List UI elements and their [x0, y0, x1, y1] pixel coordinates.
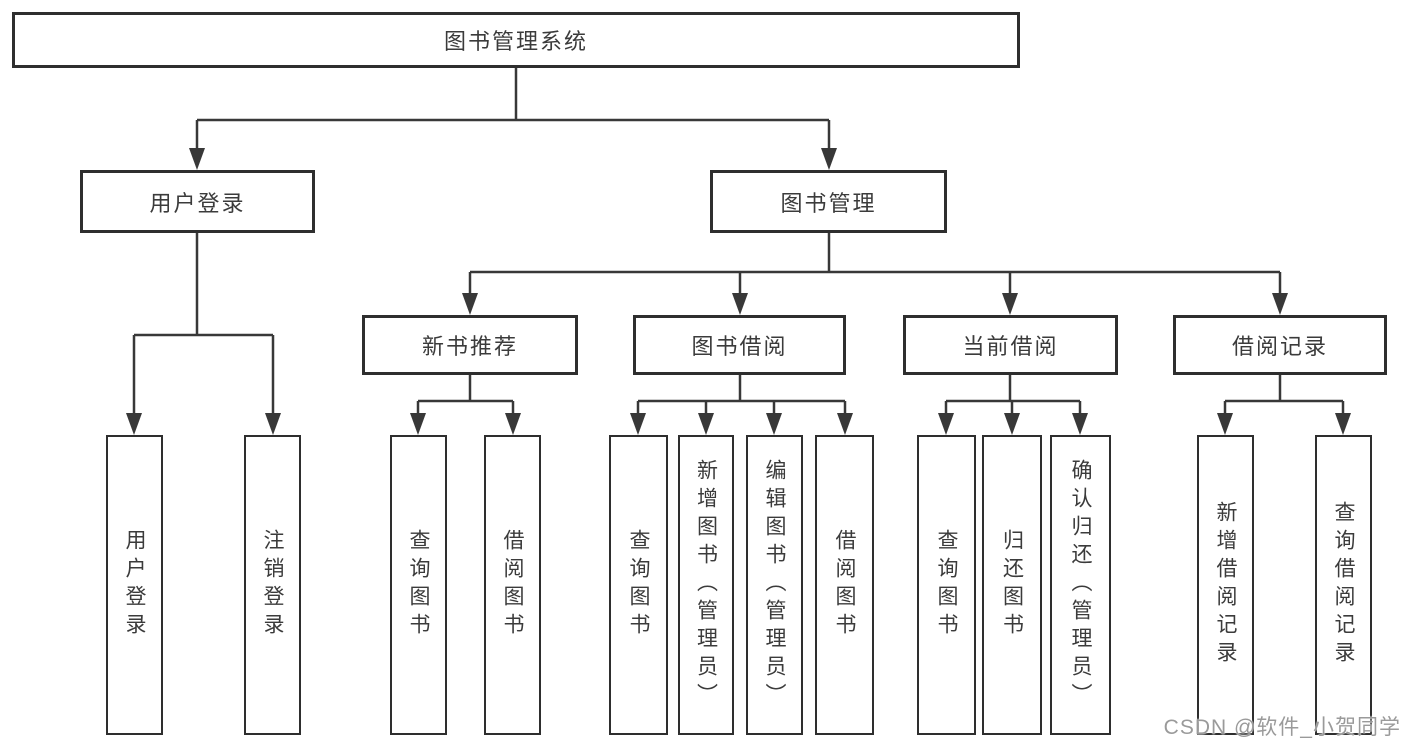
leaf-query-books-3: 查询图书 [917, 435, 976, 735]
leaf-label: 归还图书 [1000, 529, 1024, 641]
node-label: 当前借阅 [962, 334, 1059, 359]
node-label: 图书借阅 [691, 334, 788, 359]
leaf-query-books-1: 查询图书 [390, 435, 447, 735]
leaf-label: 注销登录 [261, 529, 285, 641]
leaf-label: 查询图书 [935, 529, 959, 641]
node-label: 借阅记录 [1231, 334, 1328, 359]
leaf-return-books: 归还图书 [982, 435, 1042, 735]
leaf-label: 编辑图书（管理员） [763, 459, 787, 711]
leaf-logout: 注销登录 [244, 435, 301, 735]
node-label: 图书管理 [780, 190, 877, 216]
node-current-borrow: 当前借阅 [903, 315, 1118, 375]
leaf-label: 新增借阅记录 [1214, 501, 1238, 669]
leaf-label: 借阅图书 [501, 529, 525, 641]
leaf-edit-book-admin: 编辑图书（管理员） [746, 435, 803, 735]
leaf-borrow-books-2: 借阅图书 [815, 435, 874, 735]
node-label: 用户登录 [149, 190, 246, 216]
leaf-label: 借阅图书 [833, 529, 857, 641]
leaf-borrow-books-1: 借阅图书 [484, 435, 541, 735]
node-label: 图书管理系统 [443, 29, 588, 54]
leaf-user-login: 用户登录 [106, 435, 163, 735]
node-book-borrow: 图书借阅 [633, 315, 846, 375]
leaf-query-borrow-record: 查询借阅记录 [1315, 435, 1372, 735]
leaf-confirm-return-admin: 确认归还（管理员） [1050, 435, 1111, 735]
leaf-label: 查询图书 [407, 529, 431, 641]
leaf-label: 确认归还（管理员） [1069, 459, 1093, 711]
leaf-label: 用户登录 [123, 529, 147, 641]
leaf-add-borrow-record: 新增借阅记录 [1197, 435, 1254, 735]
node-library-management-system: 图书管理系统 [12, 12, 1020, 68]
leaf-label: 新增图书（管理员） [694, 459, 718, 711]
leaf-query-books-2: 查询图书 [609, 435, 668, 735]
node-new-book-recommend: 新书推荐 [362, 315, 578, 375]
node-label: 新书推荐 [421, 334, 518, 359]
node-book-management: 图书管理 [710, 170, 947, 233]
node-user-login: 用户登录 [80, 170, 315, 233]
leaf-label: 查询借阅记录 [1332, 501, 1356, 669]
leaf-label: 查询图书 [627, 529, 651, 641]
node-borrow-records: 借阅记录 [1173, 315, 1387, 375]
leaf-add-book-admin: 新增图书（管理员） [678, 435, 734, 735]
